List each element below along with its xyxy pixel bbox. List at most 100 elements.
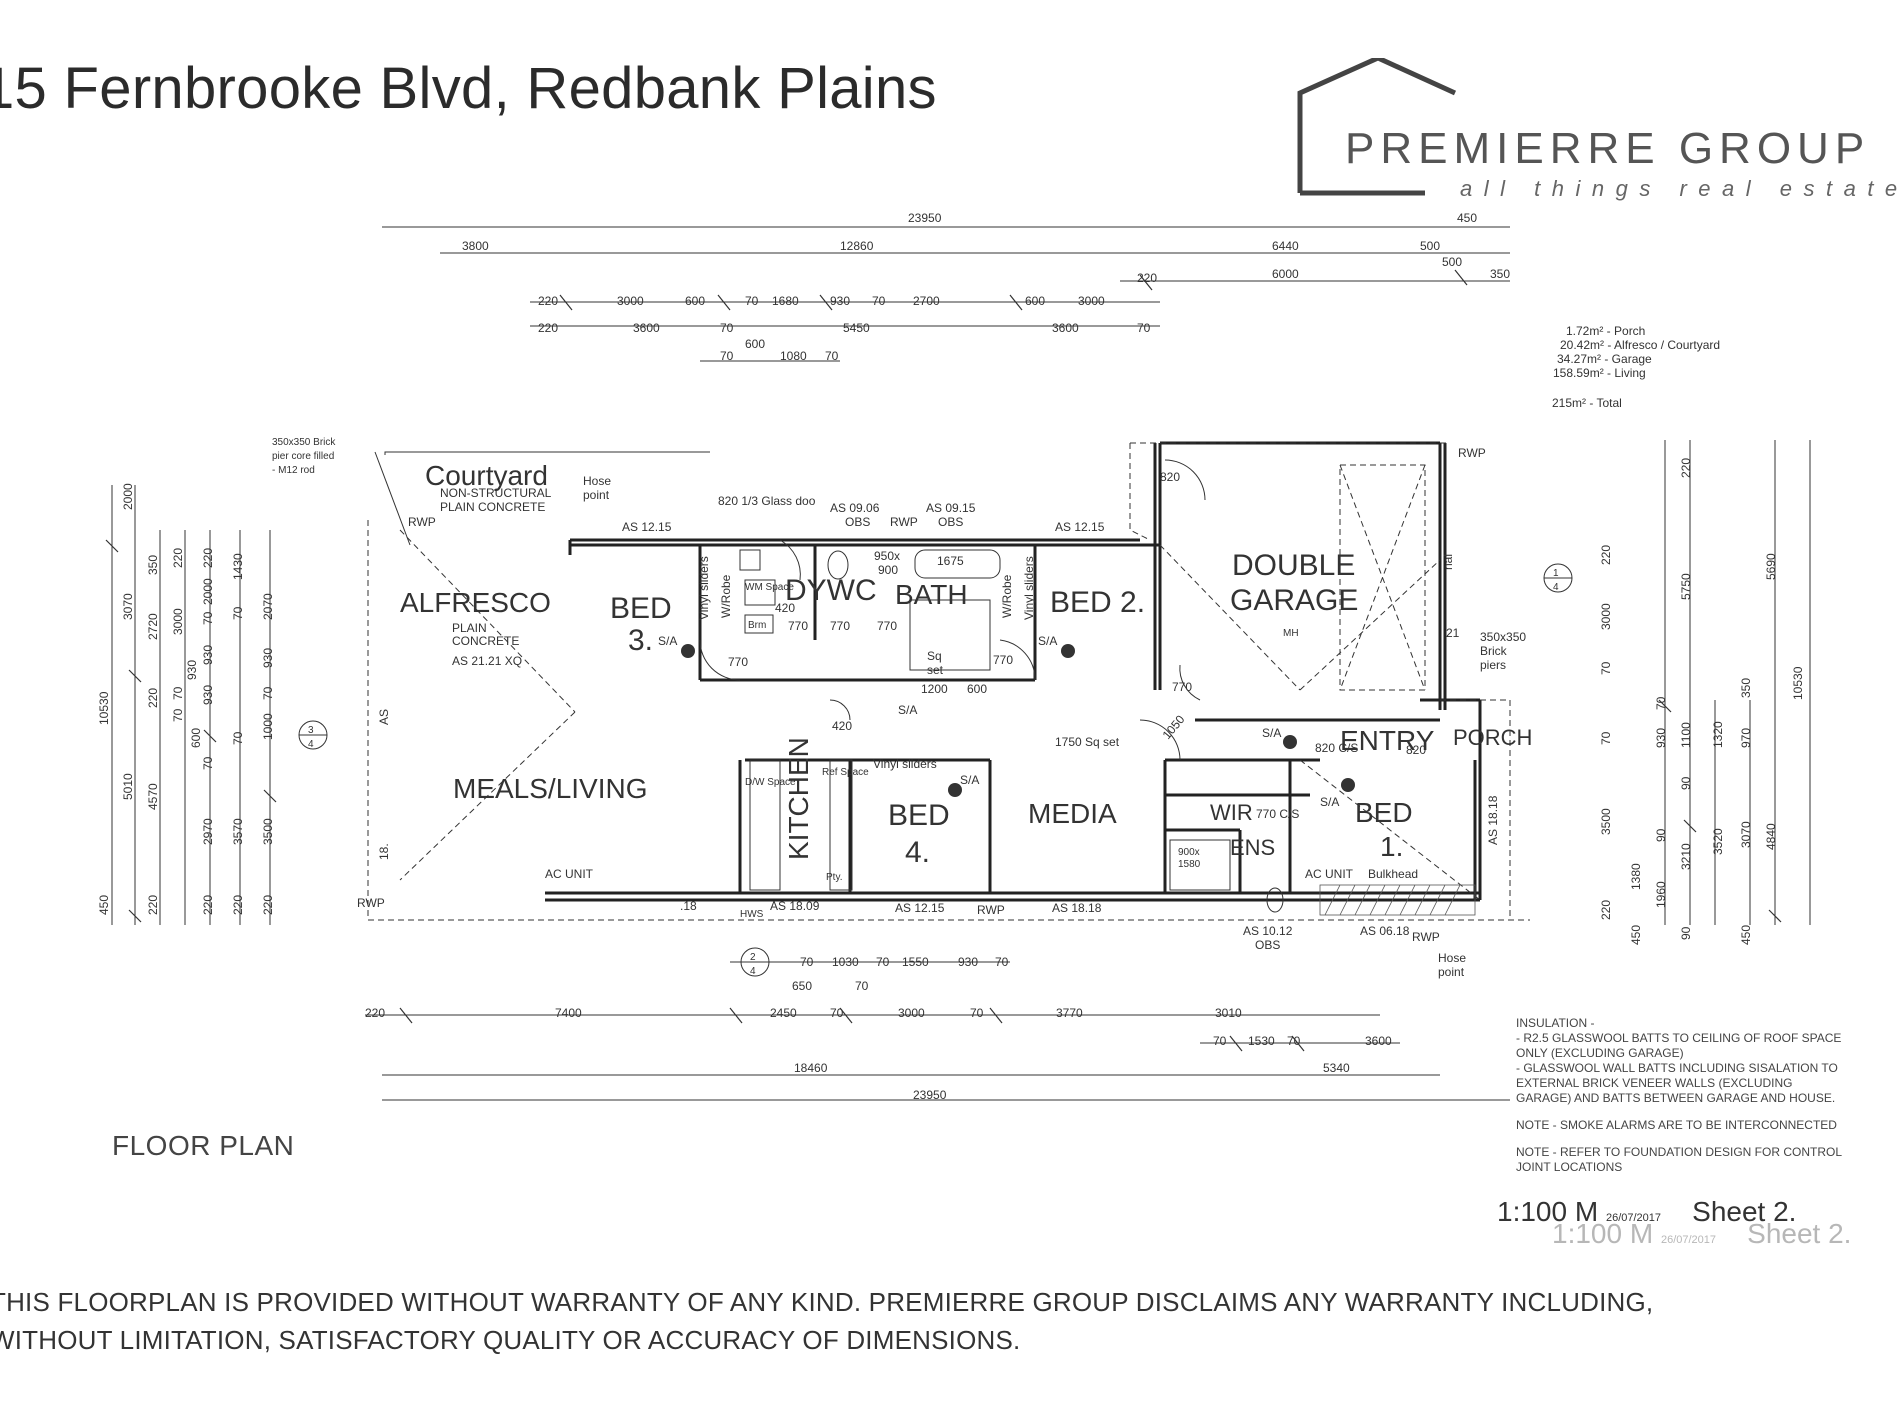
svg-text:3600: 3600 <box>1365 1034 1392 1048</box>
dim-top-overall: 23950 <box>908 211 942 225</box>
room-entry: ENTRY <box>1340 725 1435 756</box>
svg-text:220: 220 <box>171 548 185 568</box>
dim-bottom-b2: 650 70 <box>792 979 869 993</box>
fixtures <box>739 549 1284 913</box>
svg-text:1530: 1530 <box>1248 1034 1275 1048</box>
svg-text:70: 70 <box>855 979 869 993</box>
label-wrobe-1: W/Robe <box>719 574 733 618</box>
label-018: .18 <box>680 899 697 913</box>
svg-text:930: 930 <box>201 645 215 665</box>
label-vinyl-sliders-2: Vinyl sliders <box>1022 556 1036 620</box>
label-hose-point: Hose <box>583 474 611 488</box>
room-meals-living: MEALS/LIVING <box>453 773 648 804</box>
svg-text:70: 70 <box>970 1006 984 1020</box>
section-marker-4a: 4 <box>308 739 314 750</box>
svg-text:220: 220 <box>231 895 245 915</box>
svg-text:3500: 3500 <box>261 818 275 845</box>
section-marker-4c: 4 <box>750 966 756 977</box>
svg-text:70: 70 <box>171 708 185 722</box>
label-ac-unit-2: AC UNIT <box>1305 867 1354 881</box>
label-sa-6: S/A <box>1320 795 1339 809</box>
svg-text:90: 90 <box>1679 926 1693 940</box>
label-hose-point-2: point <box>583 488 610 502</box>
label-950x: 950x <box>874 549 900 563</box>
svg-text:7400: 7400 <box>555 1006 582 1020</box>
dim-right-outer: 10530 <box>1791 666 1805 700</box>
label-obs: OBS <box>845 515 870 529</box>
area-total: 215m² - Total <box>1552 396 1622 410</box>
svg-text:220: 220 <box>1679 458 1693 478</box>
label-770-d: 770 <box>728 655 748 669</box>
label-hose-point-b: Hose <box>1438 951 1466 965</box>
note-line: INSULATION - <box>1516 1016 1595 1030</box>
room-wir: WIR <box>1210 800 1253 825</box>
svg-text:4570: 4570 <box>146 783 160 810</box>
svg-text:3600: 3600 <box>633 321 660 335</box>
svg-text:930: 930 <box>1654 728 1668 748</box>
svg-text:930: 930 <box>261 648 275 668</box>
svg-text:930: 930 <box>830 294 850 308</box>
dim-bottom-overall: 23950 <box>913 1088 947 1102</box>
svg-text:3520: 3520 <box>1711 828 1725 855</box>
smoke-alarm-icons <box>681 644 1355 797</box>
room-courtyard: Courtyard <box>425 460 548 491</box>
room-bed1-number: 1. <box>1380 831 1403 862</box>
svg-text:90: 90 <box>1654 828 1668 842</box>
section-marker-2: 2 <box>750 952 756 963</box>
dim-right-c5: 450 <box>1629 925 1643 945</box>
floor-plan-drawing: 3 4 1 4 2 4 ALFRESCO PLAIN CONCRETE AS 2… <box>97 211 1811 1102</box>
svg-text:70: 70 <box>1137 321 1151 335</box>
label-bulkhead: Bulkhead <box>1368 867 1418 881</box>
dim-row-1: 220 3000 600 70 1680 930 70 2700 600 300… <box>538 271 1157 308</box>
label-rwp-3: RWP <box>1458 446 1486 460</box>
house-logo-icon <box>1297 58 1457 196</box>
roof-outline <box>367 442 1530 921</box>
svg-text:1030: 1030 <box>832 955 859 969</box>
svg-text:600: 600 <box>685 294 705 308</box>
label-brick-piers: 350x350 <box>1480 630 1526 644</box>
scale-ratio: 1:100 <box>1497 1196 1568 1227</box>
note-line: NOTE - REFER TO FOUNDATION DESIGN FOR CO… <box>1516 1145 1843 1159</box>
walls <box>545 441 1482 902</box>
label-900: 900 <box>878 563 898 577</box>
label-ref-space: Ref Space <box>822 767 869 778</box>
dim-row-3: 70 600 1080 70 <box>720 337 839 363</box>
svg-text:3000: 3000 <box>1599 603 1613 630</box>
svg-text:930: 930 <box>958 955 978 969</box>
svg-text:3000: 3000 <box>1078 294 1105 308</box>
label-420-a: 420 <box>775 601 795 615</box>
label-as-1818v: AS 18.18 <box>1486 795 1500 845</box>
svg-text:2450: 2450 <box>770 1006 797 1020</box>
svg-text:220: 220 <box>365 1006 385 1020</box>
disclaimer-line-1: THIS FLOORPLAN IS PROVIDED WITHOUT WARRA… <box>0 1287 1654 1317</box>
svg-text:70: 70 <box>171 686 185 700</box>
label-as-1215a: AS 12.15 <box>622 520 672 534</box>
dim-left-c1: 350 2720 220 4570 220 <box>146 555 160 915</box>
room-kitchen: KITCHEN <box>783 737 814 860</box>
scale-block: 1:100 M 26/07/2017 Sheet 2. <box>1497 1196 1796 1228</box>
label-420-b: 420 <box>832 719 852 733</box>
bulkhead-hatch <box>1319 884 1476 916</box>
dim-bottom-b1: 70 1030 70 1550 930 70 <box>800 955 1009 969</box>
svg-text:350: 350 <box>146 555 160 575</box>
dim-top-d1: 3800 <box>462 239 489 253</box>
courtyard-sub2: PLAIN CONCRETE <box>440 500 545 514</box>
label-nal: nal <box>1441 554 1455 570</box>
label-brick-pier-3: - M12 rod <box>272 465 315 476</box>
label-770-c: 770 <box>877 619 897 633</box>
svg-text:2720: 2720 <box>146 613 160 640</box>
disclaimer-line-2: WITHOUT LIMITATION, SATISFACTORY QUALITY… <box>0 1325 1021 1355</box>
svg-text:3010: 3010 <box>1215 1006 1242 1020</box>
room-porch: PORCH <box>1453 725 1532 750</box>
courtyard-sub1: NON-STRUCTURAL <box>440 486 552 500</box>
svg-text:70: 70 <box>261 686 275 700</box>
svg-text:220: 220 <box>538 294 558 308</box>
dim-left-c3: 220 2000 70 930 930 3570 220 <box>201 548 245 915</box>
svg-text:220: 220 <box>146 895 160 915</box>
sheet-number-ghost: Sheet 2. <box>1747 1218 1852 1249</box>
alfresco-plain: PLAIN <box>452 621 487 635</box>
section-marker-icons <box>298 563 1573 977</box>
svg-text:70: 70 <box>830 1006 844 1020</box>
svg-text:3600: 3600 <box>1052 321 1079 335</box>
note-line: - GLASSWOOL WALL BATTS INCLUDING SISALAT… <box>1516 1061 1838 1075</box>
